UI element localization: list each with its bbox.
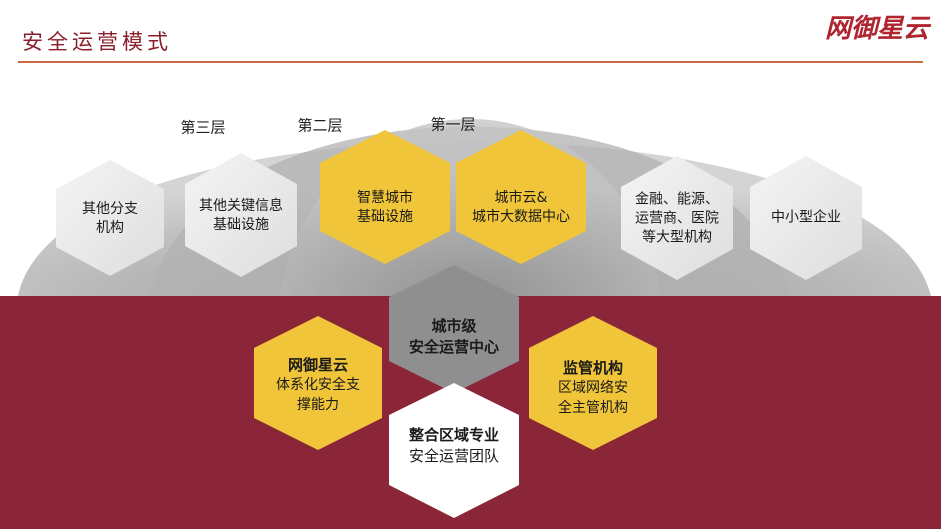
hex-text-line: 安全运营团队 [408, 447, 500, 465]
hex-large-orgs [621, 156, 733, 280]
hex-text-line: 网御星云 [287, 356, 348, 374]
hex-label-other-branch: 其他分支 机构 [82, 200, 138, 238]
hex-wangyu [254, 316, 382, 450]
hex-text-line: 基础设施 [357, 209, 413, 225]
hex-label-large-orgs: 金融、能源、 运营商、医院 等大型机构 [635, 191, 719, 248]
hex-text-line: 城市云& [494, 190, 548, 206]
hex-city-soc [389, 265, 519, 393]
hex-label-sme: 中小型企业 [771, 209, 841, 228]
layer-label-first: 第一层 [430, 115, 476, 134]
layer-label-second: 第二层 [297, 116, 343, 135]
hex-smart-city [320, 130, 450, 264]
hex-label-critical-infra: 其他关键信息 基础设施 [199, 197, 283, 235]
layer-label-third: 第三层 [180, 118, 226, 137]
hex-text-line: 中小型企业 [771, 209, 841, 226]
hex-text-line: 全主管机构 [558, 400, 628, 416]
hex-text-line: 等大型机构 [642, 229, 712, 246]
hex-text-line: 撑能力 [297, 397, 339, 413]
hex-label-city-soc: 城市级 安全运营中心 [409, 316, 499, 358]
hex-text-line: 区域网络安 [558, 380, 628, 396]
hex-label-regulator: 监管机构 区域网络安 全主管机构 [558, 358, 628, 418]
hex-text-line: 城市大数据中心 [472, 209, 570, 225]
hex-text-line: 安全运营中心 [408, 338, 500, 356]
hex-text-line: 运营商、医院 [635, 210, 719, 227]
hex-label-team: 整合区域专业 安全运营团队 [409, 425, 499, 467]
hex-regulator [529, 316, 657, 450]
brand-logo: 网御星云 [824, 14, 929, 44]
hex-text-line: 机构 [96, 220, 124, 236]
hex-sme [750, 156, 862, 280]
hex-other-branch [56, 160, 164, 276]
hex-label-smart-city: 智慧城市 基础设施 [357, 189, 413, 227]
hex-city-cloud [456, 130, 586, 264]
hex-text-line: 体系化安全支 [276, 377, 360, 393]
hex-text-line: 金融、能源、 [635, 191, 719, 208]
hex-text-line: 监管机构 [562, 359, 623, 377]
hex-critical-infra [185, 153, 297, 277]
hex-team [389, 383, 519, 518]
page-title: 安全运营模式 [22, 30, 172, 54]
hex-text-line: 其他关键信息 [199, 198, 283, 214]
hex-text-line: 整合区域专业 [408, 426, 500, 444]
hex-text-line: 基础设施 [213, 217, 269, 233]
hex-text-line: 其他分支 [82, 201, 138, 217]
hex-text-line: 城市级 [431, 317, 477, 335]
title-divider [18, 61, 923, 63]
hex-label-wangyu: 网御星云 体系化安全支 撑能力 [276, 355, 360, 415]
hex-text-line: 智慧城市 [357, 190, 413, 206]
hex-label-city-cloud: 城市云& 城市大数据中心 [472, 189, 570, 227]
